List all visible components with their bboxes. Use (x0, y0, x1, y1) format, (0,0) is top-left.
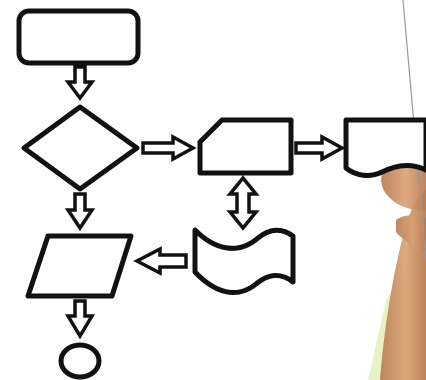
arrow-down-process-to-decision (64, 65, 96, 101)
document-shape (343, 117, 426, 178)
arrow-down-io-to-terminator (64, 299, 96, 340)
process-box-shape (16, 8, 141, 66)
flowchart-arrows (64, 65, 346, 340)
arrow-left-tape-to-io (133, 246, 188, 276)
arrow-right-decision-to-input (141, 134, 197, 162)
flowchart-shapes (16, 8, 426, 380)
arrow-right-input-to-document (294, 134, 346, 162)
manual-input-shape (197, 117, 294, 176)
tape-shape (192, 227, 296, 295)
decision-diamond-shape (21, 104, 140, 192)
hand-knuckle (396, 215, 426, 250)
arrow-double-input-tape (226, 175, 260, 231)
data-io-parallelogram-shape (25, 233, 134, 299)
arrow-down-decision-to-io (64, 192, 96, 232)
terminator-circle-shape (58, 342, 102, 380)
